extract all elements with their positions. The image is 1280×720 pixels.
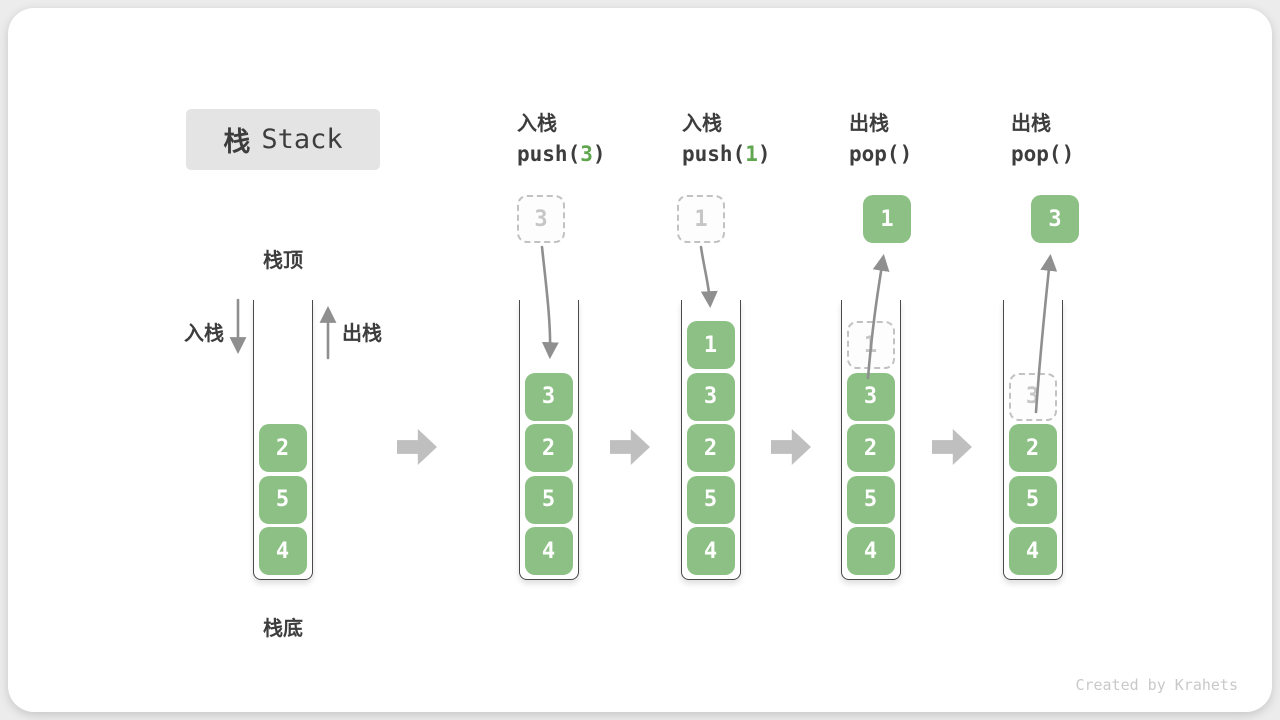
step3-code-post: ) bbox=[899, 142, 913, 166]
stack-item: 1 bbox=[686, 321, 735, 369]
step2-code-post: ) bbox=[757, 142, 771, 166]
stack-top-label: 栈顶 bbox=[263, 250, 303, 272]
stack-after-push-1: 1 3 2 5 4 bbox=[681, 300, 741, 580]
stack-bottom-label: 栈底 bbox=[263, 618, 303, 640]
stack-item: 2 bbox=[846, 424, 895, 472]
step1-code-arg: 3 bbox=[580, 142, 593, 166]
step4-code-post: ) bbox=[1061, 142, 1075, 166]
step4-code: pop() bbox=[1011, 142, 1074, 166]
stack-after-push-3: 3 2 5 4 bbox=[519, 300, 579, 580]
stack-item: 4 bbox=[524, 527, 573, 575]
popped-value-1: 1 bbox=[863, 195, 911, 243]
stack-item: 5 bbox=[258, 475, 307, 524]
step3-code: pop() bbox=[849, 142, 912, 166]
stack-initial: 2 5 4 bbox=[253, 300, 313, 580]
step3-label: 出栈 bbox=[849, 113, 889, 135]
step2-code: push(1) bbox=[682, 142, 771, 166]
incoming-value-3: 3 bbox=[517, 195, 565, 243]
stack-item: 2 bbox=[258, 424, 307, 472]
step1-label: 入栈 bbox=[517, 113, 557, 135]
stack-after-pop-3: 3 2 5 4 bbox=[1003, 300, 1063, 580]
stack-item: 5 bbox=[1008, 475, 1057, 524]
step4-code-pre: pop( bbox=[1011, 142, 1062, 166]
popped-value-3: 3 bbox=[1031, 195, 1079, 243]
stack-item: 3 bbox=[686, 372, 735, 421]
step2-code-pre: push( bbox=[682, 142, 746, 166]
stack-item-ghost: 3 bbox=[1008, 372, 1057, 421]
stack-item: 2 bbox=[524, 424, 573, 472]
stack-item: 2 bbox=[1008, 424, 1057, 472]
stack-item: 4 bbox=[258, 527, 307, 575]
step1-code-pre: push( bbox=[517, 142, 581, 166]
title-text-en: Stack bbox=[261, 124, 343, 155]
step2-label: 入栈 bbox=[682, 113, 722, 135]
stack-item: 5 bbox=[686, 475, 735, 524]
stack-item: 5 bbox=[846, 475, 895, 524]
stack-item: 3 bbox=[524, 372, 573, 421]
step4-label: 出栈 bbox=[1011, 113, 1051, 135]
step3-code-pre: pop( bbox=[849, 142, 900, 166]
push-side-label: 入栈 bbox=[184, 323, 224, 345]
title-text-zh: 栈 bbox=[223, 127, 251, 157]
stack-item: 3 bbox=[846, 372, 895, 421]
stack-item: 4 bbox=[686, 527, 735, 575]
step1-code: push(3) bbox=[517, 142, 606, 166]
stack-item: 4 bbox=[1008, 527, 1057, 575]
step2-code-arg: 1 bbox=[745, 142, 758, 166]
pop-side-label: 出栈 bbox=[342, 323, 382, 345]
watermark: Created by Krahets bbox=[1075, 676, 1238, 694]
stack-item-ghost: 1 bbox=[846, 321, 895, 369]
stack-item: 4 bbox=[846, 527, 895, 575]
stack-after-pop-1: 1 3 2 5 4 bbox=[841, 300, 901, 580]
step1-code-post: ) bbox=[592, 142, 606, 166]
stack-item: 2 bbox=[686, 424, 735, 472]
title-box: 栈 Stack bbox=[186, 109, 380, 170]
incoming-value-1: 1 bbox=[677, 195, 725, 243]
stack-item: 5 bbox=[524, 475, 573, 524]
